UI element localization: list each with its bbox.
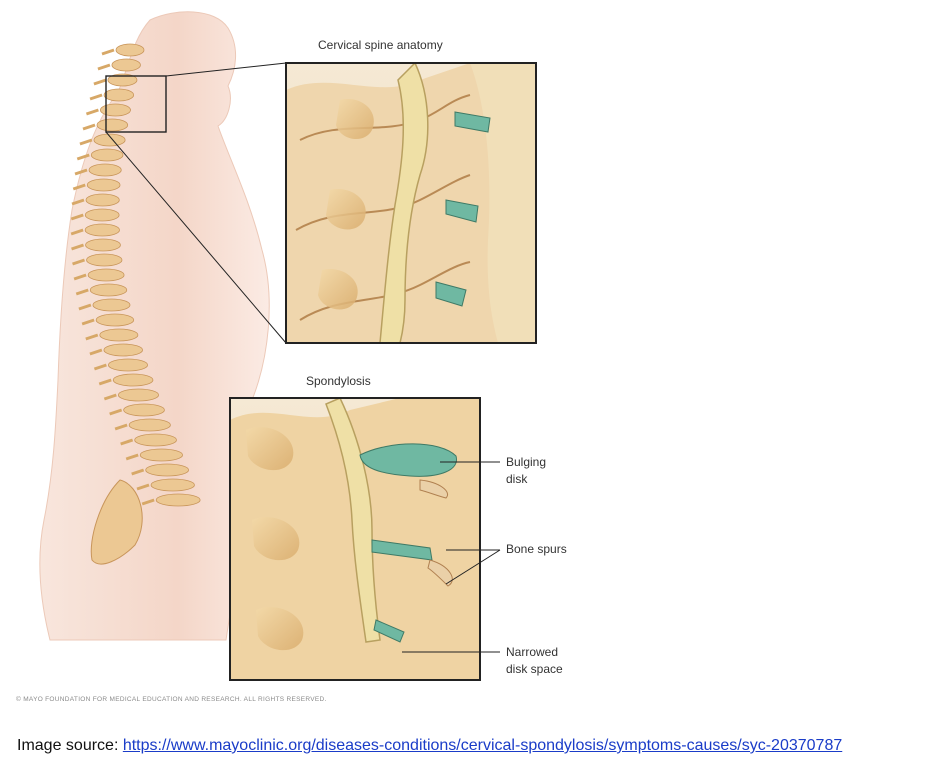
spinous-process [78,303,92,311]
vertebra [95,313,135,327]
panel-cervical-anatomy [285,62,537,344]
vertebra [103,88,135,102]
spinous-process [101,48,115,56]
vertebra [89,283,128,297]
vertebra [115,43,145,57]
spinous-process [71,243,85,251]
spinous-process [114,423,128,431]
vertebra [85,193,120,207]
vertebra [145,463,190,477]
spinous-process [109,408,123,416]
spinous-process [93,363,107,371]
vertebra [86,178,121,192]
vertebra [128,418,171,432]
vertebra [103,343,143,357]
spinous-process [72,258,86,266]
spinous-process [82,123,96,131]
zoom-line-bottom [105,131,287,344]
spinous-process [76,153,90,161]
vertebra [111,58,141,72]
sacrum [90,479,143,565]
vertebra [123,403,165,417]
spinous-process [97,63,111,71]
vertebra [96,118,129,132]
image-source-link[interactable]: https://www.mayoclinic.org/diseases-cond… [122,737,843,754]
spinous-process [120,438,134,446]
vertebra [92,298,131,312]
spinous-process [72,183,86,191]
callout-narrowed-line1: Narrowed [506,645,559,659]
spinous-process [136,483,150,491]
vertebra [134,433,177,447]
vertebra [88,163,122,177]
spinous-process [125,453,139,461]
spinous-process [141,498,155,506]
callout-bulging-line2: disk [506,472,528,486]
spinous-process [85,108,99,116]
callout-bulging-disk: Bulging disk [506,454,546,488]
vertebra [100,103,131,117]
panel-title-spondylosis: Spondylosis [306,374,371,388]
vertebra [87,268,125,282]
callout-narrowed-disk-space: Narrowed disk space [506,644,563,678]
vertebra [84,208,120,222]
callout-bulging-line1: Bulging [506,455,547,469]
spinous-process [89,93,103,101]
vertebra [155,493,201,507]
spinous-process [93,78,107,86]
callout-bone-spurs: Bone spurs [506,542,567,556]
vertebra [112,373,154,387]
spinous-process [131,468,145,476]
vertebra [107,73,138,87]
zoom-box [105,75,167,133]
image-source-prefix: Image source: [17,737,123,754]
vertebra [90,148,124,162]
vertebra [150,478,195,492]
vertebra [139,448,183,462]
spinous-process [85,333,99,341]
copyright-notice: © MAYO FOUNDATION FOR MEDICAL EDUCATION … [16,696,327,703]
vertebra [85,238,121,252]
spinous-process [79,138,93,146]
vertebra [86,253,123,267]
spinous-process [89,348,103,356]
spinous-process [103,393,117,401]
vertebra [93,133,126,147]
spinous-process [73,273,87,281]
vertebra [99,328,139,342]
zoom-line-top [165,62,287,77]
panel-spondylosis [229,397,481,681]
spinous-process [75,288,89,296]
panel-title-cervical: Cervical spine anatomy [318,38,443,52]
spinous-process [71,198,85,206]
spinous-process [70,228,84,236]
spine-column [70,43,201,565]
vertebra [117,388,160,402]
spinous-process [98,378,112,386]
spinous-process [70,213,84,221]
callout-lines [402,461,501,653]
image-source-line: Image source: https://www.mayoclinic.org… [17,737,842,755]
spinous-process [74,168,88,176]
callout-narrowed-line2: disk space [506,662,563,676]
vertebra [107,358,148,372]
callout-line-spur-2 [445,549,501,585]
spinous-process [81,318,95,326]
vertebra [84,223,120,237]
